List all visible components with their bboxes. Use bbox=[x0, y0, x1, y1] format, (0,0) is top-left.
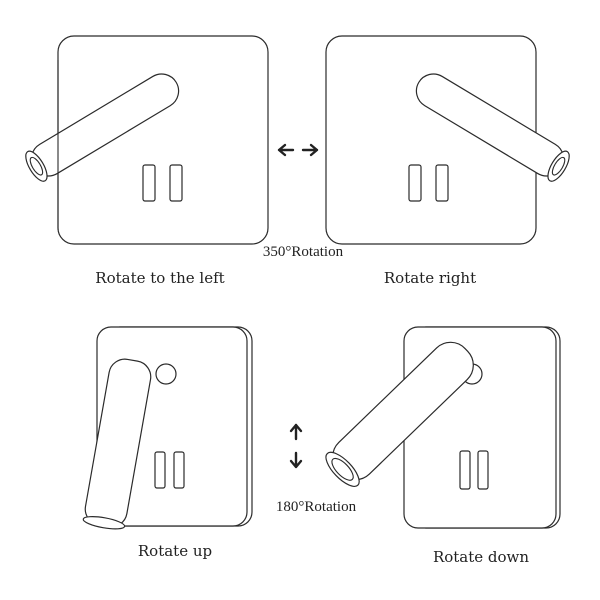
usb-ports bbox=[142, 164, 183, 202]
usb-port bbox=[477, 450, 489, 490]
caption-rotate-up: Rotate up bbox=[137, 542, 213, 560]
usb-ports bbox=[154, 451, 185, 489]
caption-rotate-right: Rotate right bbox=[383, 269, 477, 287]
vertical-rotation-label: 180°Rotation bbox=[275, 499, 357, 515]
panel-rotate-down bbox=[325, 326, 561, 529]
usb-port bbox=[173, 451, 185, 489]
usb-port bbox=[169, 164, 183, 202]
usb-ports bbox=[459, 450, 489, 490]
panel-rotate-left bbox=[25, 35, 269, 245]
panel-rotate-up bbox=[82, 326, 253, 530]
lamp-tube bbox=[415, 73, 570, 182]
usb-port bbox=[459, 450, 471, 490]
lamp-tube bbox=[82, 358, 152, 530]
lamp-tube bbox=[325, 341, 474, 487]
usb-port bbox=[435, 164, 449, 202]
usb-port bbox=[154, 451, 166, 489]
horizontal-rotation-label: 350°Rotation bbox=[262, 244, 344, 260]
caption-rotate-left: Rotate to the left bbox=[95, 269, 225, 287]
usb-ports bbox=[408, 164, 449, 202]
left-right-arrow-icon bbox=[277, 143, 319, 157]
lamp-tube bbox=[25, 73, 180, 182]
caption-rotate-down: Rotate down bbox=[432, 548, 530, 566]
usb-port bbox=[142, 164, 156, 202]
lamp-pivot bbox=[155, 363, 177, 385]
panel-rotate-right bbox=[325, 35, 570, 245]
usb-port bbox=[408, 164, 422, 202]
up-down-arrow-icon bbox=[289, 423, 303, 469]
